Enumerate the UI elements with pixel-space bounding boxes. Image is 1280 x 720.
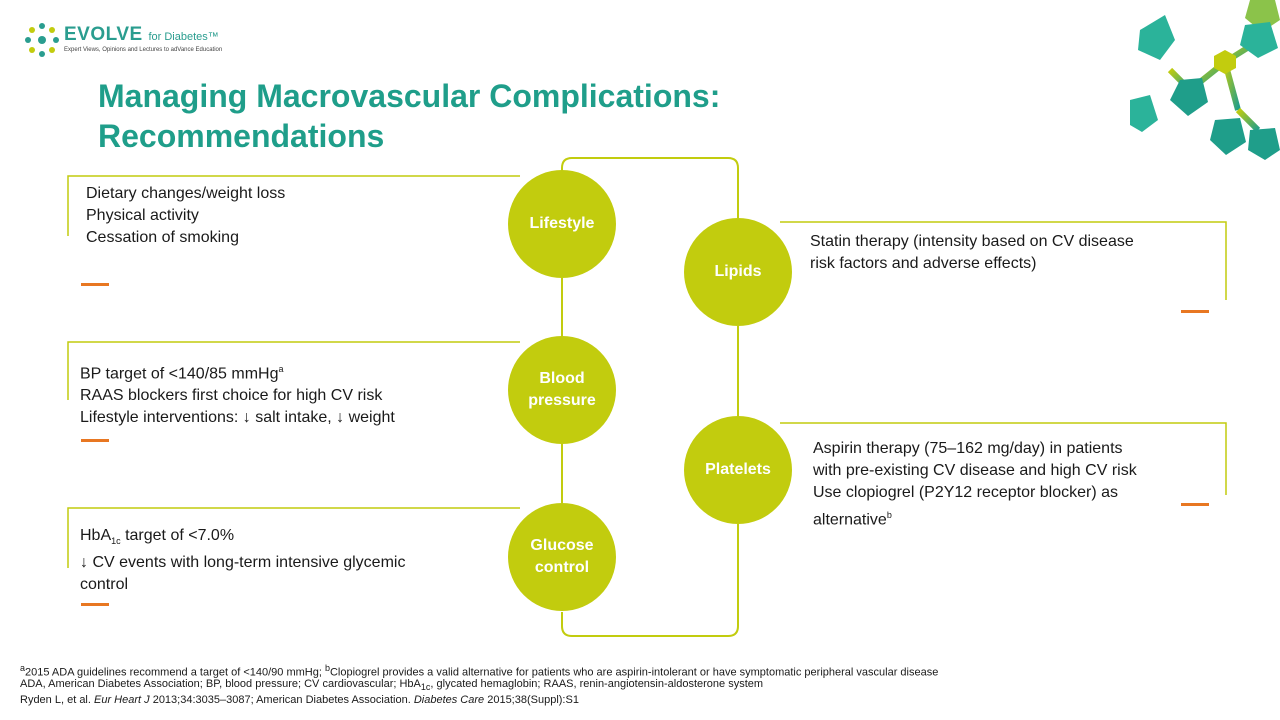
platelets-line-1: Aspirin therapy (75–162 mg/day) in patie… [813,440,1123,457]
orange-dash [81,439,109,442]
platelets-footnote-marker: b [886,510,892,520]
title-line-2: Recommendations [98,118,385,154]
glucose-line-2: ↓ CV events with long-term intensive gly… [80,554,406,572]
lifestyle-circle: Lifestyle [508,170,616,278]
orange-dash [1181,310,1209,313]
platelets-line-2: with pre-existing CV disease and high CV… [813,462,1137,479]
platelets-panel: Aspirin therapy (75–162 mg/day) in patie… [813,438,1137,531]
footnote-line-1: a2015 ADA guidelines recommend a target … [20,663,939,679]
lifestyle-line: Cessation of smoking [86,229,239,246]
bp-line-2: RAAS blockers first choice for high CV r… [80,387,383,405]
logo-brand: EVOLVE [64,24,143,45]
platelets-circle: Platelets [684,416,792,524]
glucose-line-1-sub: 1c [111,536,121,547]
glucose-circle-label-2: control [534,559,590,576]
molecule-graphic-icon [1130,0,1280,160]
footnote-line-3: Ryden L, et al. Eur Heart J 2013;34:3035… [20,694,579,706]
footnote-line-2: ADA, American Diabetes Association; BP, … [20,678,764,693]
logo-for-text: for Diabetes™ [148,31,219,43]
platelets-line-4: alternative [813,511,887,529]
orange-dash [81,283,109,286]
bp-circle-label-2: pressure [528,392,596,409]
title-line-1: Managing Macrovascular Complications: [98,78,721,114]
glucose-circle: Glucose control [508,503,616,611]
platelets-line-3: Use clopiogrel (P2Y12 receptor blocker) … [813,484,1119,501]
lipids-circle-label: Lipids [714,263,762,280]
bp-line-3: Lifestyle interventions: ↓ salt intake, … [80,409,395,427]
lifestyle-panel: Dietary changes/weight loss Physical act… [86,183,285,249]
bp-line-1: BP target of <140/85 mmHg [80,365,279,383]
evolve-logo-icon [25,23,59,57]
lifestyle-circle-label: Lifestyle [529,215,595,232]
lipids-line-2: risk factors and adverse effects) [810,255,1037,272]
orange-dash [81,603,109,606]
platelets-circle-label: Platelets [705,461,771,478]
slide-title: Managing Macrovascular Complications: Re… [98,76,998,156]
blood-pressure-circle: Blood pressure [508,336,616,444]
blood-pressure-panel: BP target of <140/85 mmHga RAAS blockers… [80,358,395,429]
logo: EVOLVE for Diabetes™ Expert Views, Opini… [64,24,222,53]
logo-tagline: Expert Views, Opinions and Lectures to a… [64,47,223,53]
bp-footnote-marker: a [278,364,284,374]
lifestyle-line: Physical activity [86,207,199,224]
glucose-circle-label-1: Glucose [530,537,594,554]
orange-dash [1181,503,1209,506]
lipids-line-1: Statin therapy (intensity based on CV di… [810,233,1134,250]
bp-circle-label-1: Blood [539,370,585,387]
glucose-line-3: control [80,576,129,594]
glucose-panel: HbA1c target of <7.0% ↓ CV events with l… [80,525,405,596]
glucose-line-1b: target of <7.0% [120,527,235,544]
glucose-line-1a: HbA [80,527,112,544]
lipids-circle: Lipids [684,218,792,326]
lipids-panel: Statin therapy (intensity based on CV di… [810,231,1134,275]
lifestyle-line: Dietary changes/weight loss [86,185,286,202]
